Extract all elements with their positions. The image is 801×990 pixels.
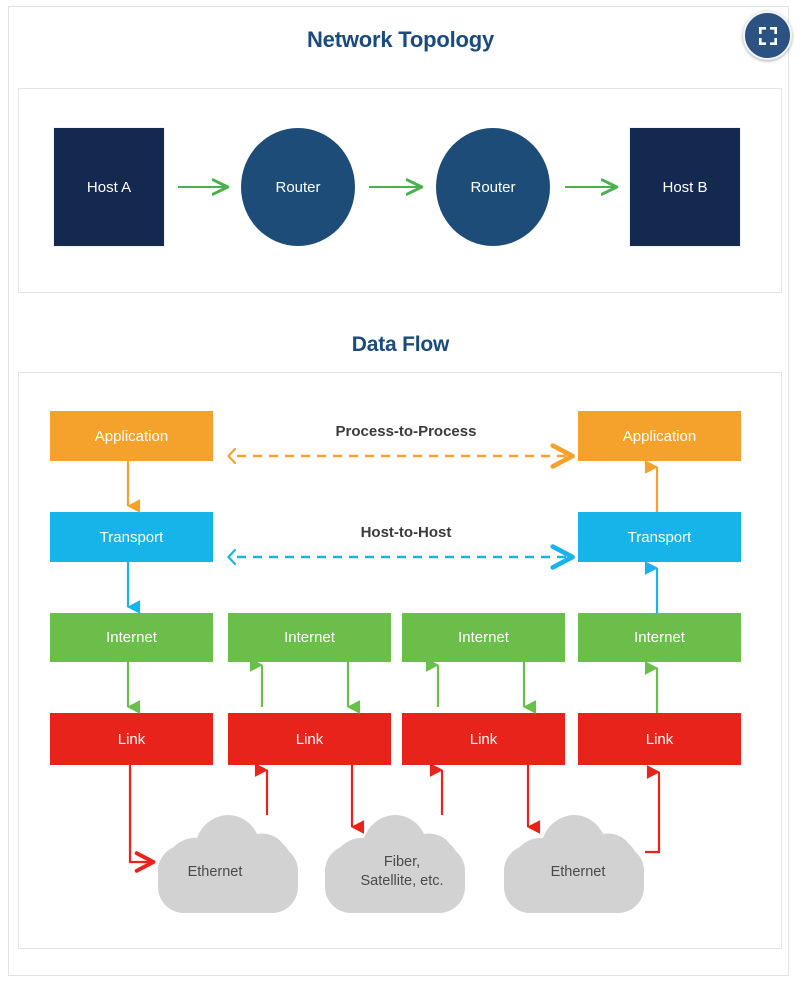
peer-link-label-process-to-process: Process-to-Process bbox=[335, 423, 477, 440]
layer-box-label: Link bbox=[117, 730, 146, 748]
layer-box-application-host-a[interactable]: Application bbox=[50, 411, 213, 461]
layer-box-link-router-1[interactable]: Link bbox=[228, 713, 391, 765]
topology-node-host-a[interactable]: Host A bbox=[54, 128, 164, 246]
data-flow-title: Data Flow bbox=[351, 333, 450, 356]
cloud-ethernet-left[interactable] bbox=[158, 814, 298, 913]
layer-box-internet-host-a[interactable]: Internet bbox=[50, 613, 213, 662]
layer-box-label: Link bbox=[645, 730, 674, 748]
layer-box-label: Link bbox=[295, 730, 324, 748]
layer-box-label: Application bbox=[622, 427, 697, 445]
topology-node-label: Host A bbox=[86, 178, 132, 196]
layer-box-application-host-b[interactable]: Application bbox=[578, 411, 741, 461]
network-topology-title: Network Topology bbox=[306, 27, 495, 52]
topology-node-label: Router bbox=[275, 178, 321, 196]
expand-arrows-icon bbox=[758, 26, 777, 45]
layer-box-transport-host-a[interactable]: Transport bbox=[50, 512, 213, 562]
layer-box-link-host-a[interactable]: Link bbox=[50, 713, 213, 765]
topology-node-label: Host B bbox=[662, 178, 708, 196]
layer-box-label: Link bbox=[469, 730, 498, 748]
layer-box-label: Internet bbox=[106, 629, 157, 646]
topology-node-host-b[interactable]: Host B bbox=[630, 128, 740, 246]
layer-box-label: Internet bbox=[284, 629, 335, 646]
topology-node-router-2[interactable]: Router bbox=[436, 128, 550, 246]
layer-box-internet-router-1[interactable]: Internet bbox=[228, 613, 391, 662]
layer-box-link-host-b[interactable]: Link bbox=[578, 713, 741, 765]
layer-box-transport-host-b[interactable]: Transport bbox=[578, 512, 741, 562]
topology-node-label: Router bbox=[470, 178, 516, 196]
layer-box-label: Internet bbox=[458, 629, 509, 646]
layer-box-label: Transport bbox=[627, 528, 692, 546]
layer-box-internet-router-2[interactable]: Internet bbox=[402, 613, 565, 662]
cloud-ethernet-right[interactable] bbox=[504, 814, 644, 913]
peer-link-label-host-to-host: Host-to-Host bbox=[360, 524, 452, 541]
expand-icon[interactable] bbox=[743, 11, 792, 60]
cloud-fiber-satellite[interactable] bbox=[325, 814, 465, 913]
layer-box-link-router-2[interactable]: Link bbox=[402, 713, 565, 765]
layer-box-label: Application bbox=[94, 427, 169, 445]
layer-box-internet-host-b[interactable]: Internet bbox=[578, 613, 741, 662]
topology-node-router-1[interactable]: Router bbox=[241, 128, 355, 246]
layer-box-label: Internet bbox=[634, 629, 685, 646]
layer-box-label: Transport bbox=[99, 528, 164, 546]
